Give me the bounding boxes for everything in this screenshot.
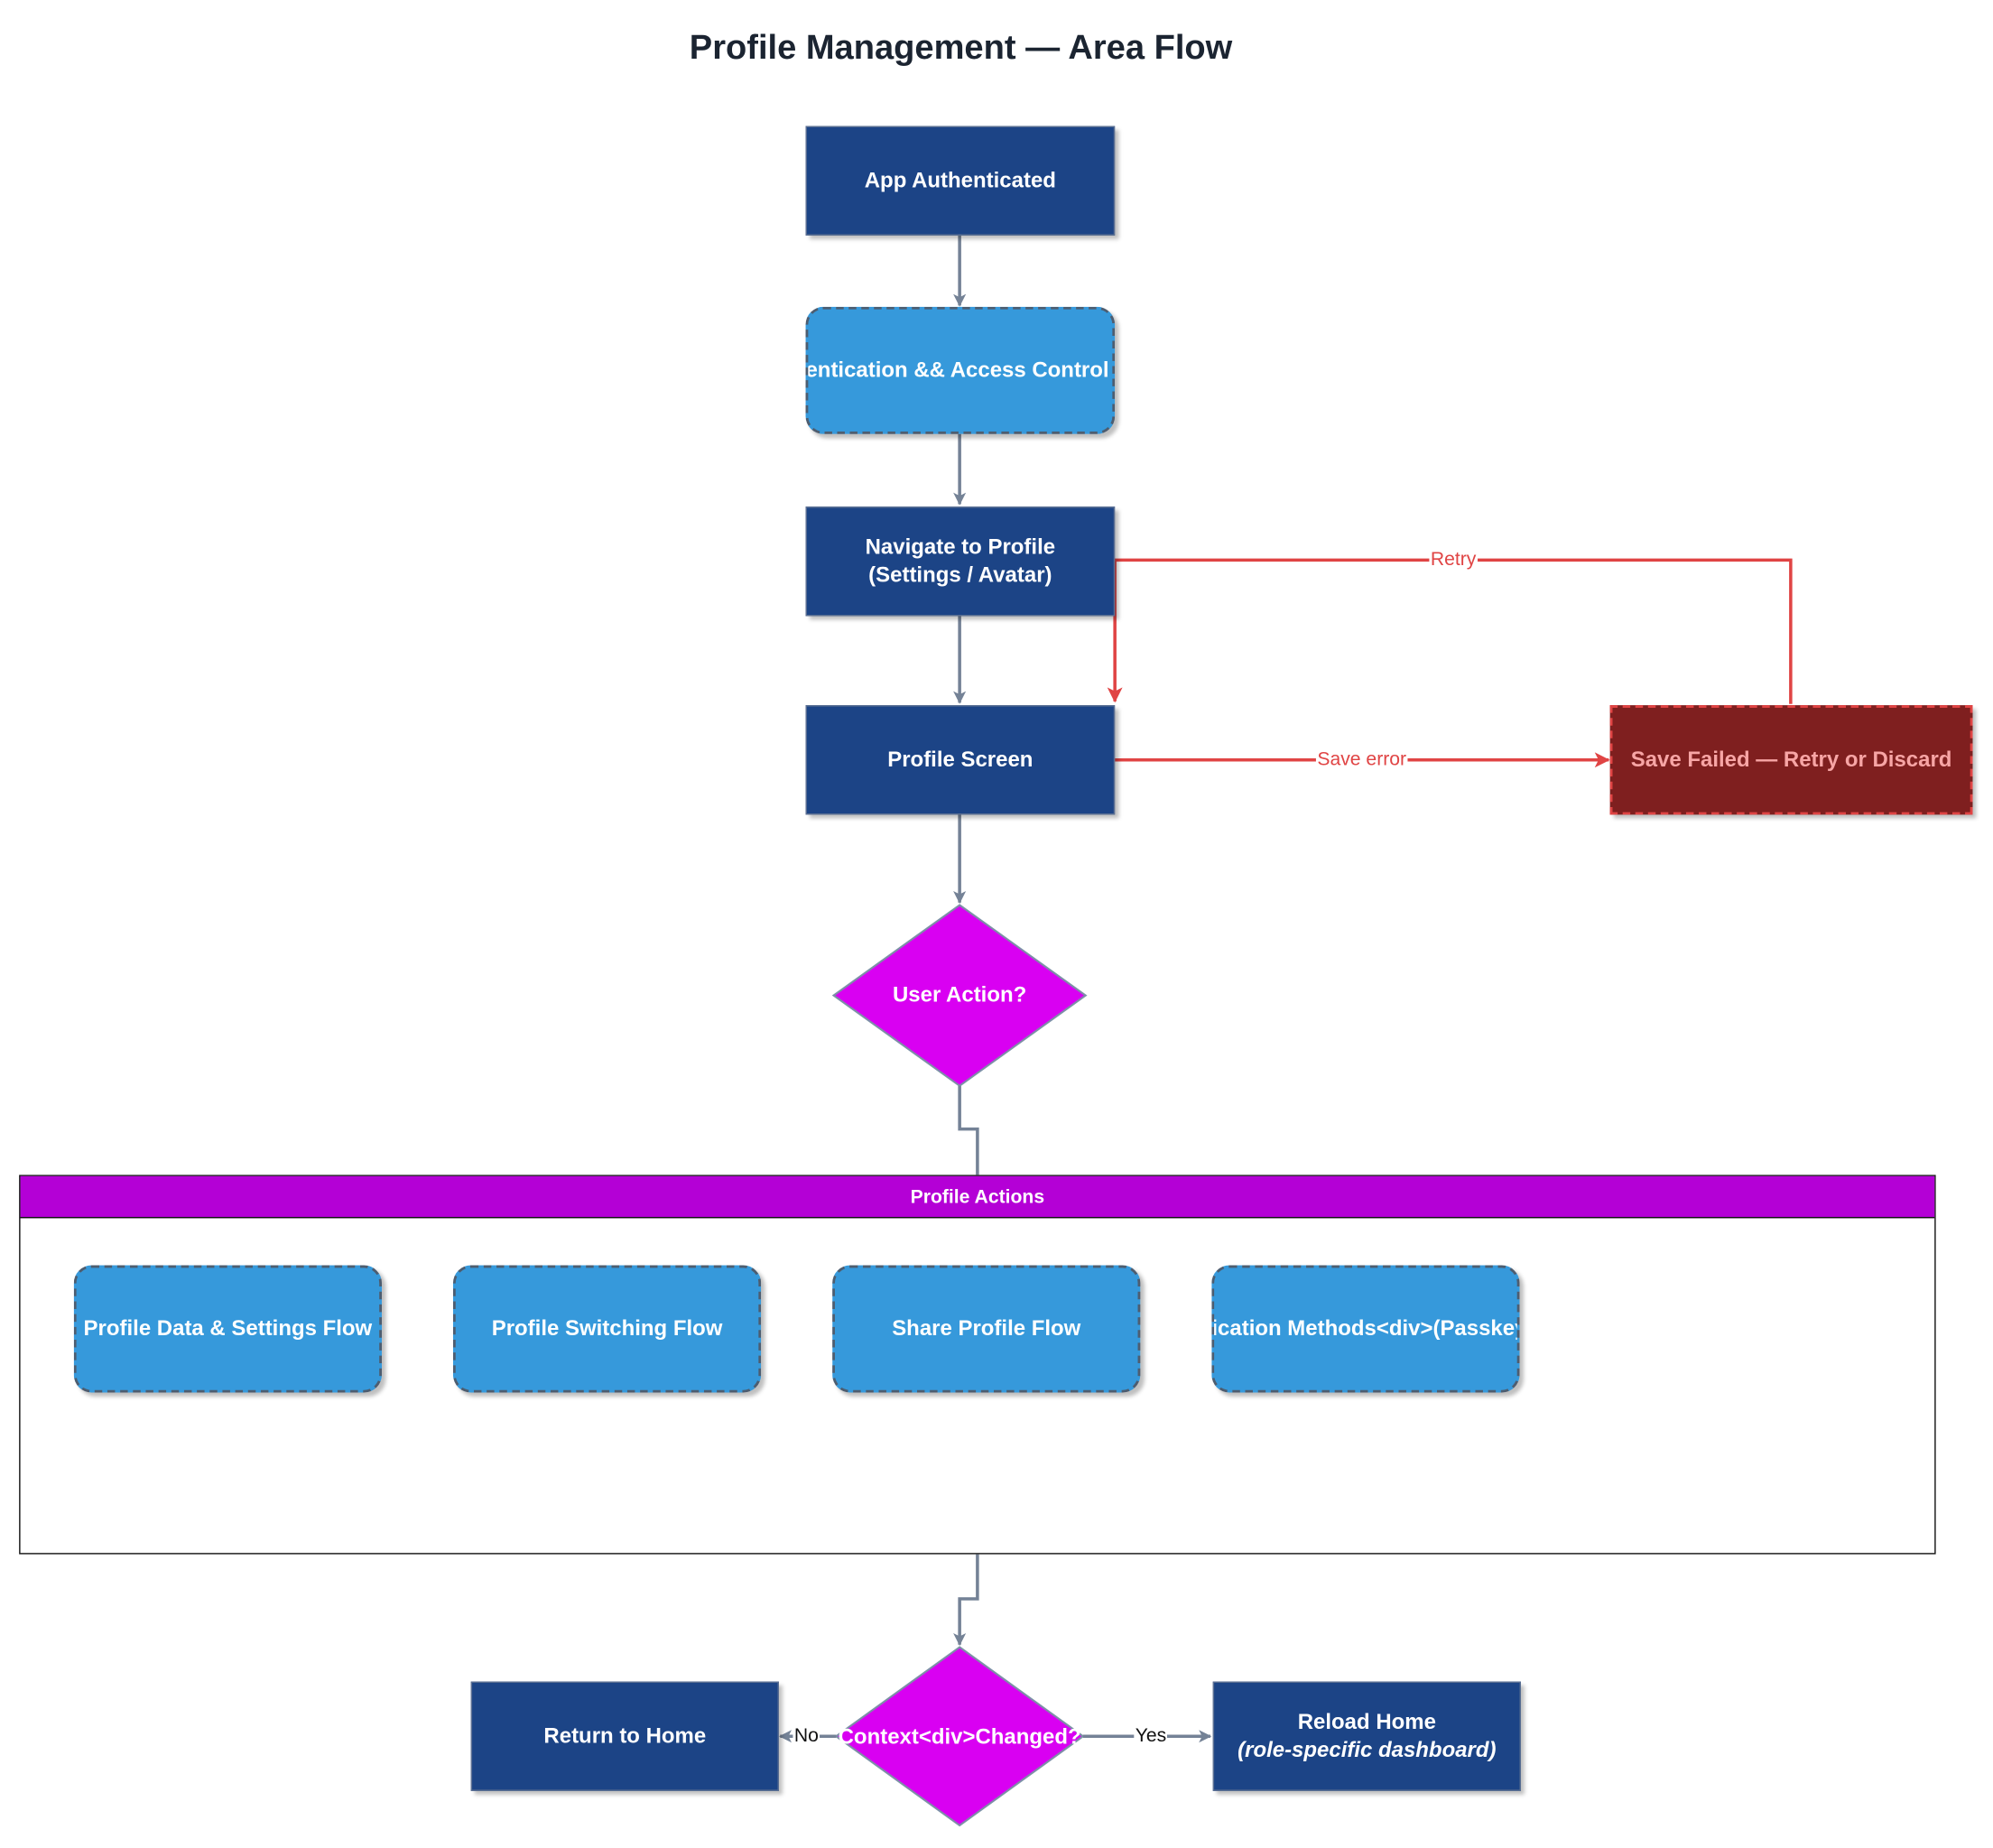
node-label: Share Profile Flow bbox=[892, 1315, 1081, 1341]
edge-label-save-error: Save error bbox=[1315, 748, 1408, 771]
save-failed-node[interactable]: Save Failed — Retry or Discard bbox=[1609, 705, 1973, 815]
edge-group-to-context bbox=[953, 1554, 979, 1647]
user-action-label: User Action? bbox=[892, 982, 1027, 1008]
edge-label-no: No bbox=[793, 1724, 820, 1747]
node-label-line2: (Settings / Avatar) bbox=[868, 562, 1052, 588]
edge-retry bbox=[1107, 558, 1793, 704]
node-label: Authentication && Access Control Flow bbox=[805, 358, 1112, 382]
node-label: Profile Switching Flow bbox=[491, 1315, 723, 1341]
node-label: Authentication Methods<div>(Passkeys) Fl… bbox=[1211, 1315, 1517, 1341]
auth-access-control-node[interactable]: Authentication && Access Control Flow bbox=[805, 306, 1116, 434]
auth-methods-passkeys-flow-node[interactable]: Authentication Methods<div>(Passkeys) Fl… bbox=[1211, 1265, 1520, 1393]
return-to-home-node[interactable]: Return to Home bbox=[470, 1681, 779, 1791]
profile-data-settings-flow-node[interactable]: Profile Data & Settings Flow bbox=[73, 1265, 382, 1393]
share-profile-flow-node[interactable]: Share Profile Flow bbox=[832, 1265, 1141, 1393]
node-label-line1: Reload Home bbox=[1297, 1709, 1436, 1734]
node-label-line1: Navigate to Profile bbox=[865, 534, 1056, 559]
diagram-title: Profile Management — Area Flow bbox=[689, 28, 1233, 67]
edge-action-to-group bbox=[958, 1085, 979, 1175]
reload-home-node[interactable]: Reload Home (role-specific dashboard) bbox=[1212, 1681, 1521, 1791]
context-changed-label: Context<div>Changed? bbox=[838, 1724, 1081, 1750]
profile-switching-flow-node[interactable]: Profile Switching Flow bbox=[452, 1265, 762, 1393]
node-label: Profile Screen bbox=[887, 747, 1034, 772]
edge-label-yes: Yes bbox=[1134, 1724, 1168, 1747]
group-header: Profile Actions bbox=[20, 1175, 1935, 1219]
profile-screen-node[interactable]: Profile Screen bbox=[805, 705, 1116, 815]
navigate-to-profile-node[interactable]: Navigate to Profile (Settings / Avatar) bbox=[805, 506, 1116, 617]
app-authenticated-node[interactable]: App Authenticated bbox=[805, 125, 1116, 236]
node-label: Save Failed — Retry or Discard bbox=[1630, 747, 1952, 772]
context-changed-diamond[interactable] bbox=[834, 1646, 1085, 1827]
node-label-line2: (role-specific dashboard) bbox=[1238, 1737, 1497, 1762]
edge-label-retry: Retry bbox=[1429, 548, 1478, 571]
node-label: Return to Home bbox=[543, 1723, 707, 1748]
node-label: Profile Data & Settings Flow bbox=[83, 1315, 373, 1341]
node-label: App Authenticated bbox=[864, 168, 1056, 192]
